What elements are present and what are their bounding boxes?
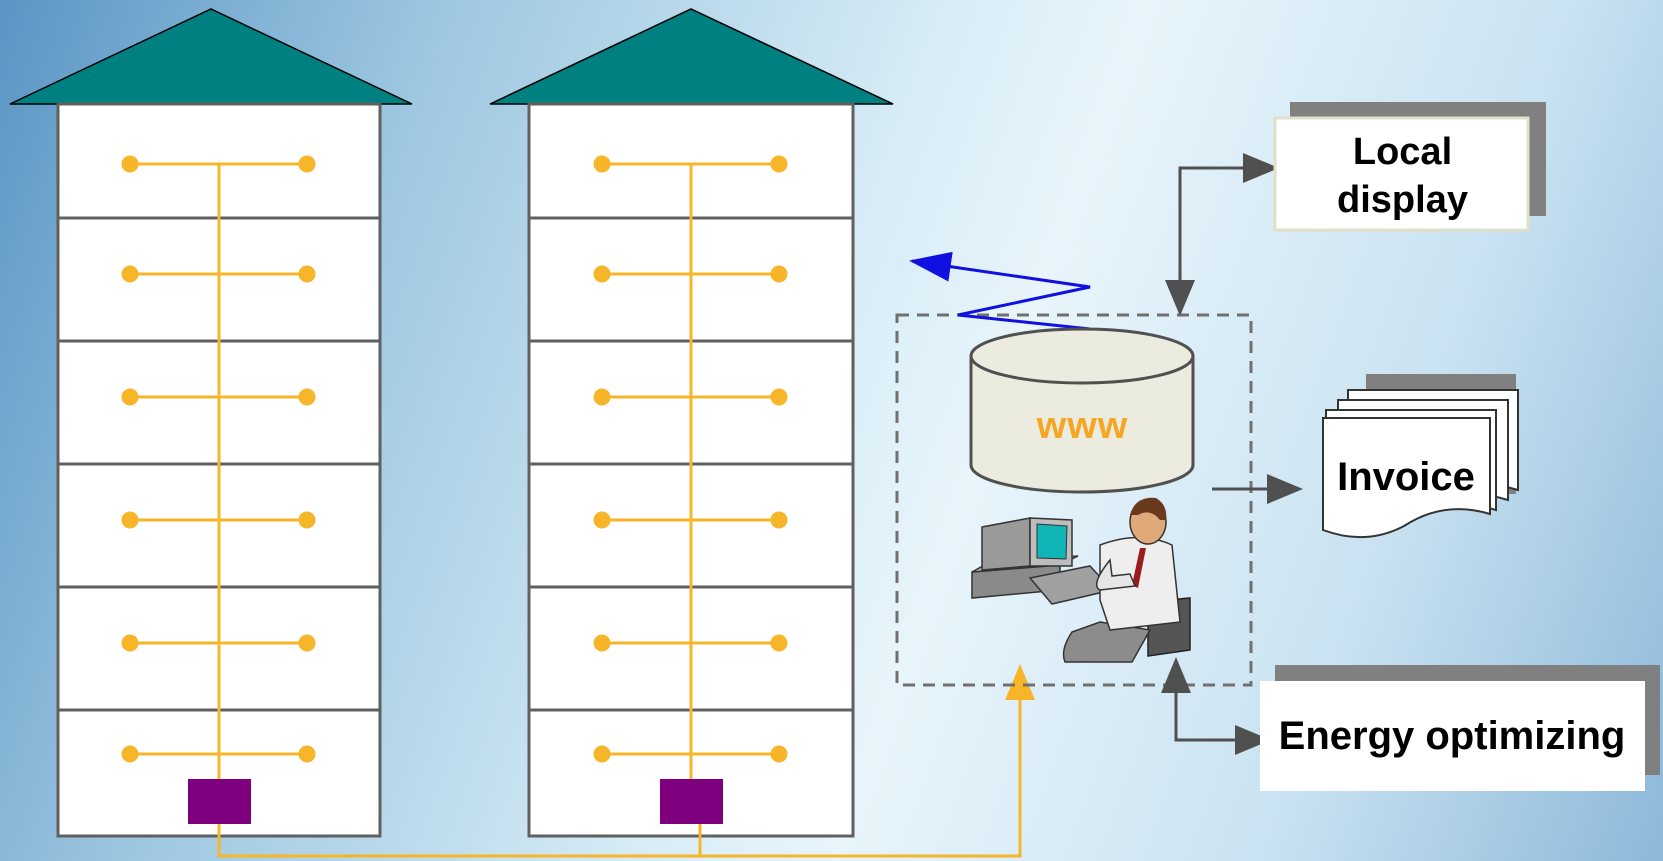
server-boundary [895, 313, 1253, 687]
database-icon [969, 327, 1195, 494]
roof [489, 8, 894, 105]
building-1 [9, 8, 413, 838]
floor-sensors [593, 155, 788, 763]
energy-optimizing-label: Energy optimizing [1278, 714, 1626, 758]
bus-connection-line [217, 664, 1035, 858]
display-arrow [1178, 153, 1279, 313]
local-display-label: Local display [1337, 131, 1468, 221]
energy-optimizing-box [1260, 665, 1660, 791]
floor-sensors [121, 155, 316, 763]
local-display-box [1273, 102, 1546, 232]
roof [9, 8, 413, 105]
energy-arrow [1174, 660, 1271, 755]
invoice-document-icon [1322, 374, 1519, 539]
computer-user-icon [971, 497, 1191, 663]
server-label: www [1036, 405, 1129, 447]
wireless-signal-icon [909, 251, 1091, 331]
building-2 [489, 8, 894, 838]
invoice-label: Invoice [1337, 455, 1475, 499]
controller-box [660, 779, 723, 824]
controller-box [188, 779, 251, 824]
